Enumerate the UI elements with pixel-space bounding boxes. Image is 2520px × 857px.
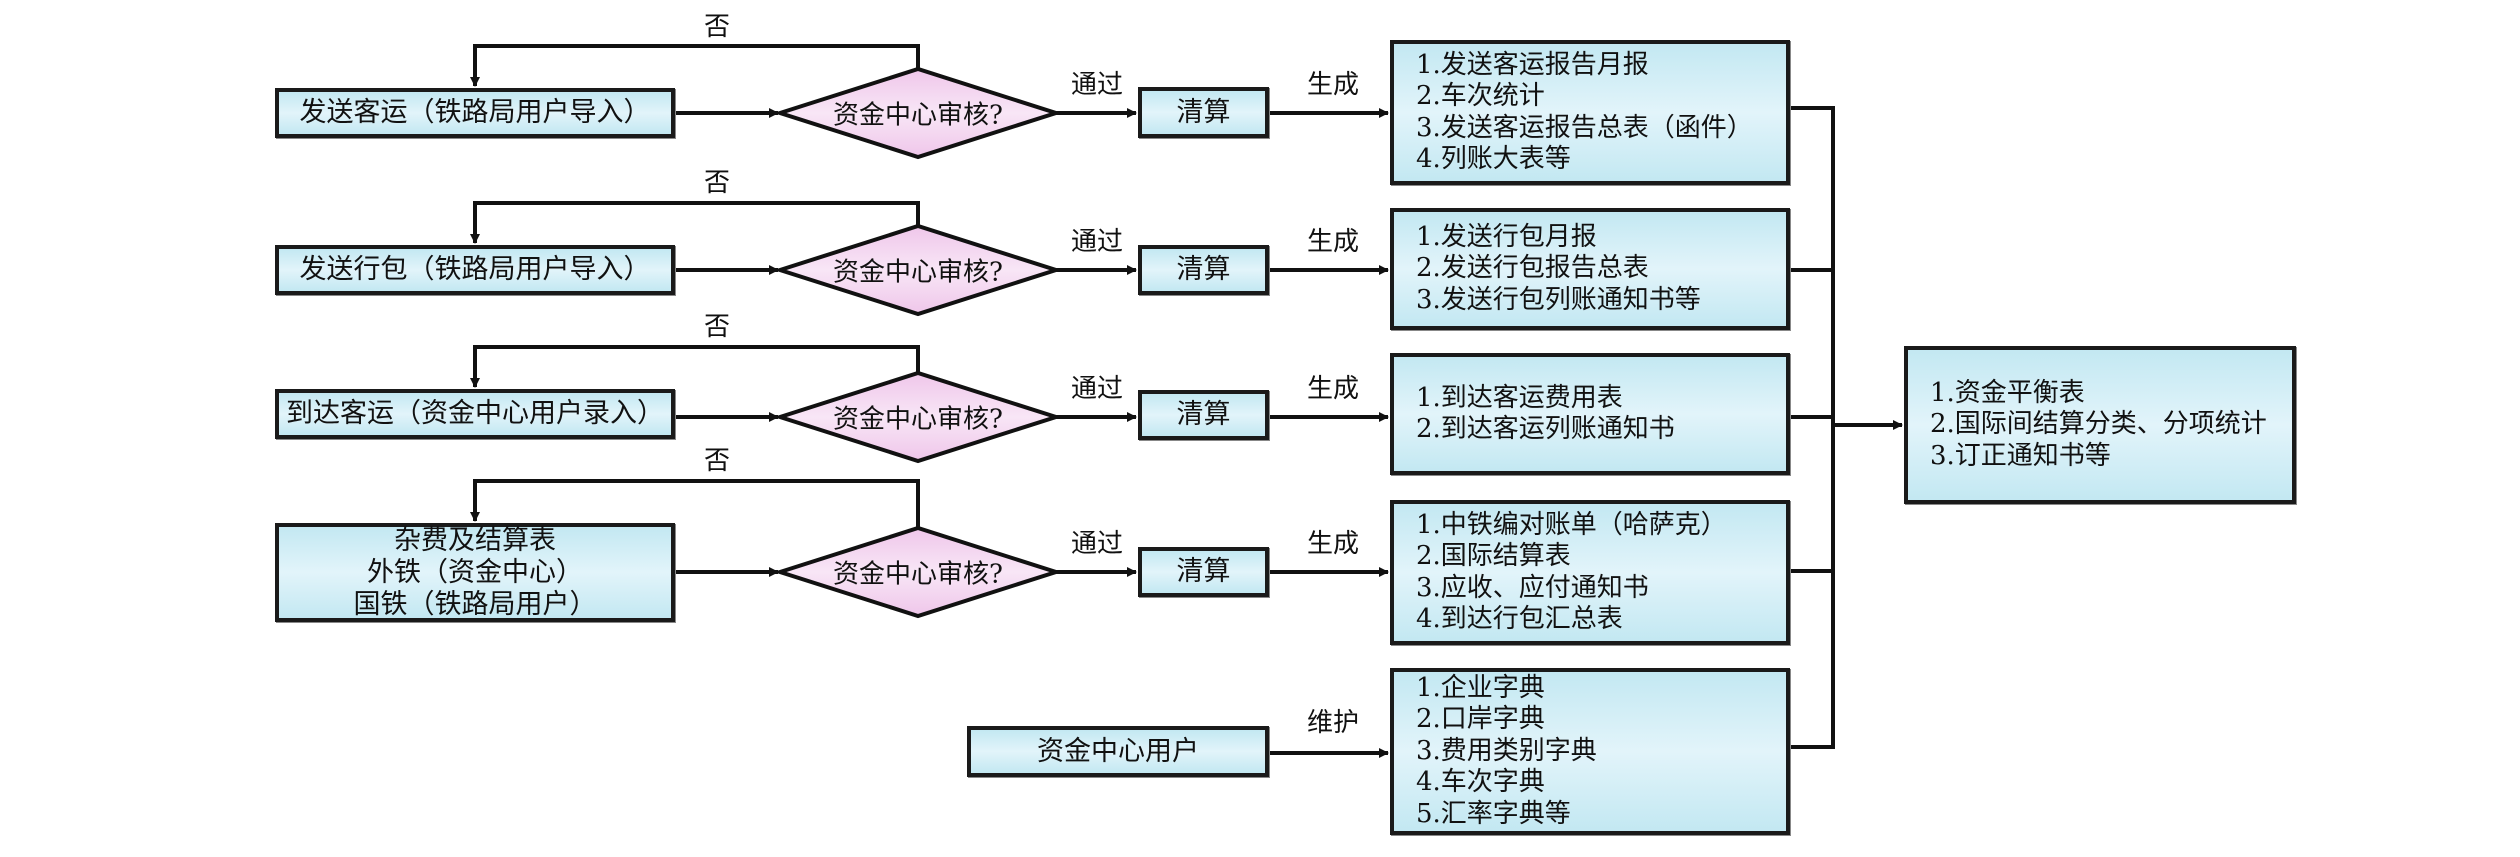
final-output-item: 2.国际间结算分类、分项统计 bbox=[1930, 409, 2267, 440]
source-box-1: 发送客运（铁路局用户导入） bbox=[275, 88, 675, 138]
reject-label-2: 否 bbox=[703, 168, 731, 198]
output-box-4: 1.中铁编对账单（哈萨克） 2.国际结算表 3.应收、应付通知书 4.到达行包汇… bbox=[1390, 500, 1790, 645]
maintain-label: 维护 bbox=[1306, 708, 1360, 738]
output-item: 5.汇率字典等 bbox=[1416, 798, 1571, 829]
settle-text: 清算 bbox=[1176, 254, 1231, 285]
output-item: 2.发送行包报告总表 bbox=[1416, 253, 1649, 284]
final-output-item: 3.订正通知书等 bbox=[1930, 440, 2111, 471]
settle-box-3: 清算 bbox=[1138, 390, 1269, 440]
reject-arrow bbox=[470, 44, 920, 87]
settle-box-4: 清算 bbox=[1138, 547, 1269, 597]
final-output-item: 1.资金平衡表 bbox=[1930, 377, 2085, 408]
reject-arrow bbox=[470, 479, 920, 528]
output-box-1: 1.发送客运报告月报 2.车次统计 3.发送客运报告总表（函件） 4.列账大表等 bbox=[1390, 40, 1790, 185]
decision-label-2: 资金中心审核? bbox=[833, 257, 1003, 288]
pass-label-2: 通过 bbox=[1070, 227, 1124, 257]
source-text: 发送行包（铁路局用户导入） bbox=[299, 254, 651, 285]
source-box-2: 发送行包（铁路局用户导入） bbox=[275, 245, 675, 295]
maintenance-source-box: 资金中心用户 bbox=[967, 726, 1269, 777]
output-box-3: 1.到达客运费用表 2.到达客运列账通知书 bbox=[1390, 353, 1790, 475]
output-item: 1.中铁编对账单（哈萨克） bbox=[1416, 509, 1727, 540]
reject-arrow bbox=[470, 345, 920, 388]
reject-label-4: 否 bbox=[703, 446, 731, 476]
output-item: 4.列账大表等 bbox=[1416, 144, 1571, 174]
settle-box-1: 清算 bbox=[1138, 87, 1269, 138]
final-output-box: 1.资金平衡表 2.国际间结算分类、分项统计 3.订正通知书等 bbox=[1904, 346, 2296, 504]
output-item: 2.到达客运列账通知书 bbox=[1416, 414, 1675, 444]
settle-text: 清算 bbox=[1176, 556, 1231, 587]
output-item: 3.发送行包列账通知书等 bbox=[1416, 284, 1701, 315]
generate-label-2: 生成 bbox=[1306, 227, 1360, 257]
decision-label-3: 资金中心审核? bbox=[833, 404, 1003, 435]
output-item: 3.发送客运报告总表（函件） bbox=[1416, 112, 1753, 143]
source-box-4: 杂费及结算表 外铁（资金中心） 国铁（铁路局用户） bbox=[275, 523, 675, 622]
reject-label-3: 否 bbox=[703, 312, 731, 342]
settle-text: 清算 bbox=[1176, 96, 1231, 128]
dictionary-box: 1.企业字典 2.口岸字典 3.费用类别字典 4.车次字典 5.汇率字典等 bbox=[1390, 668, 1790, 835]
output-item: 1.发送客运报告月报 bbox=[1416, 49, 1649, 80]
output-item: 4.车次字典 bbox=[1416, 767, 1545, 798]
output-item: 2.口岸字典 bbox=[1416, 704, 1545, 735]
reject-label-1: 否 bbox=[703, 12, 731, 42]
output-item: 1.发送行包月报 bbox=[1416, 221, 1597, 252]
generate-label-4: 生成 bbox=[1306, 529, 1360, 559]
source-text: 发送客运（铁路局用户导入） bbox=[299, 97, 651, 128]
output-item: 2.车次统计 bbox=[1416, 81, 1545, 111]
output-item: 1.到达客运费用表 bbox=[1416, 382, 1623, 413]
output-box-2: 1.发送行包月报 2.发送行包报告总表 3.发送行包列账通知书等 bbox=[1390, 208, 1790, 330]
generate-label-3: 生成 bbox=[1306, 374, 1360, 404]
output-item: 3.费用类别字典 bbox=[1416, 735, 1597, 766]
generate-label-1: 生成 bbox=[1306, 70, 1360, 100]
pass-label-3: 通过 bbox=[1070, 374, 1124, 404]
settle-box-2: 清算 bbox=[1138, 245, 1269, 295]
source-text: 到达客运（资金中心用户录入） bbox=[286, 398, 664, 429]
decision-label-4: 资金中心审核? bbox=[833, 559, 1003, 590]
pass-label-4: 通过 bbox=[1070, 529, 1124, 559]
source-text: 杂费及结算表 bbox=[394, 524, 556, 556]
pass-label-1: 通过 bbox=[1070, 70, 1124, 100]
settle-text: 清算 bbox=[1176, 399, 1231, 430]
source-text: 外铁（资金中心） bbox=[367, 556, 583, 588]
output-item: 3.应收、应付通知书 bbox=[1416, 572, 1649, 603]
decision-label-1: 资金中心审核? bbox=[833, 100, 1003, 131]
source-box-3: 到达客运（资金中心用户录入） bbox=[275, 389, 675, 439]
output-item: 4.到达行包汇总表 bbox=[1416, 604, 1623, 634]
reject-arrow bbox=[470, 201, 920, 244]
output-item: 2.国际结算表 bbox=[1416, 541, 1571, 571]
output-item: 1.企业字典 bbox=[1416, 672, 1545, 703]
source-text: 国铁（铁路局用户） bbox=[353, 588, 597, 620]
maintenance-source-text: 资金中心用户 bbox=[1037, 735, 1199, 767]
